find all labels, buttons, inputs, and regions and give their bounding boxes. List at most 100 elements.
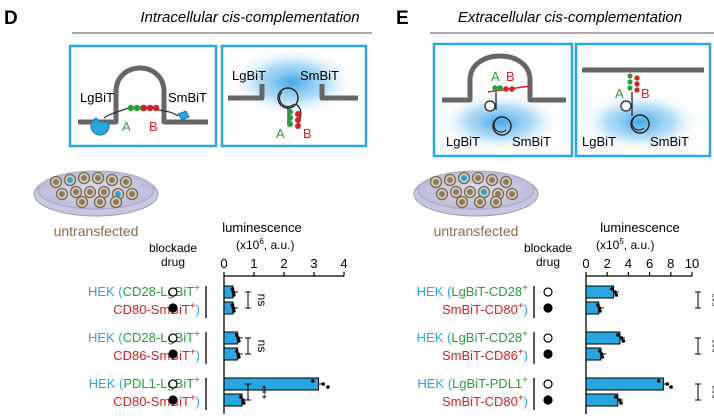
cell-nucleus (459, 199, 465, 205)
cell-nucleus (477, 199, 483, 205)
cell-nucleus (87, 189, 93, 195)
drug-minus-icon (168, 287, 178, 297)
cell-nucleus (433, 179, 439, 185)
data-point (614, 395, 618, 399)
data-point (619, 336, 624, 340)
construct-a-sup: + (194, 329, 200, 340)
group-label-line1: HEK (CD28-LgBiT+ (88, 283, 200, 299)
data-point (237, 339, 241, 343)
construct-b-label: SmBiT-CD80 (442, 302, 518, 317)
construct-a-label: LgBiT-CD28 (451, 330, 522, 345)
data-point (230, 303, 235, 307)
host-close-label: ) (524, 302, 528, 317)
drug-plus-icon (168, 395, 178, 405)
drug-plus-icon (543, 395, 553, 405)
construct-a-sup: + (522, 329, 528, 340)
construct-b-label: CD80-SmBiT (113, 302, 190, 317)
drug-plus-icon (168, 349, 178, 359)
significance-label: *** (255, 385, 269, 399)
x-tick-label: 1 (250, 256, 257, 271)
cell-nucleus (475, 175, 481, 181)
construct-b-sup: + (190, 301, 196, 312)
panel-e-diagram-bound: A B LgBiT SmBiT (574, 42, 712, 158)
host-label: HEK ( (89, 376, 124, 391)
panel-d-diagram-unbound: LgBiT SmBiT A B (68, 44, 218, 148)
drug-minus-icon (168, 333, 178, 343)
smbit-label: SmBiT (650, 134, 689, 149)
data-point (230, 287, 235, 291)
petri-dish-e (413, 170, 539, 217)
cell-nucleus (481, 189, 487, 195)
cell-nucleus (123, 179, 129, 185)
significance-label: ns (255, 294, 269, 307)
drug-minus-icon (543, 379, 553, 389)
group-label-line2: CD80-SmBiT+) (113, 393, 200, 409)
data-point (621, 339, 626, 343)
group-label-line1: HEK (PDL1-LgBiT+ (89, 375, 200, 391)
host-label: HEK ( (88, 284, 123, 299)
construct-a-label: PDL1-LgBiT (123, 376, 194, 391)
data-point (614, 293, 619, 297)
cell-nucleus (79, 199, 85, 205)
axis-unit-d: (x106, a.u.) (236, 237, 294, 252)
group-label-line2: SmBiT-CD86+) (442, 347, 528, 363)
construct-b-label: CD80-SmBiT (113, 394, 190, 409)
group-label-line2: SmBiT-CD80+) (442, 393, 528, 409)
drug-minus-icon (543, 287, 553, 297)
cell-nucleus (73, 189, 79, 195)
host-close-label: ) (196, 394, 200, 409)
bar (585, 377, 664, 391)
b-label: B (303, 126, 312, 141)
data-point (598, 349, 602, 353)
lgbit-label: LgBiT (446, 134, 480, 149)
data-point (232, 293, 236, 297)
drug-minus-icon (168, 379, 178, 389)
axis-label-d: luminescence (222, 220, 302, 235)
data-point (597, 306, 602, 310)
b-label: B (506, 69, 515, 84)
construct-a-label: LgBiT-PDL1 (452, 376, 522, 391)
data-point (669, 385, 673, 389)
construct-a-label: CD28-LgBiT (123, 284, 195, 299)
bar (585, 331, 621, 345)
a-label: A (491, 69, 500, 84)
data-point (241, 398, 245, 402)
data-point (617, 398, 622, 402)
bar (585, 285, 615, 299)
data-point (656, 379, 661, 383)
panel-e-diagram-unbound: A B LgBiT SmBiT (432, 42, 574, 158)
cell-nucleus (113, 199, 119, 205)
data-point (610, 287, 614, 291)
cell-nucleus (447, 177, 453, 183)
untransfected-label: untransfected (434, 223, 519, 239)
host-label: HEK ( (88, 330, 123, 345)
cell-nucleus (97, 199, 103, 205)
x-tick-label: 2 (604, 256, 611, 271)
drug-plus-icon (543, 349, 553, 359)
x-tick-label: 8 (667, 256, 674, 271)
cell-nucleus (115, 191, 121, 197)
construct-b-label: SmBiT-CD80 (442, 394, 518, 409)
data-point (236, 352, 240, 356)
smbit-label: SmBiT (168, 90, 207, 105)
bar (223, 393, 243, 407)
a-label: A (122, 119, 131, 134)
x-tick-label: 4 (625, 256, 632, 271)
cell-nucleus (509, 191, 515, 197)
data-point (326, 385, 330, 389)
drug-plus-icon (543, 303, 553, 313)
data-point (613, 290, 617, 294)
panel-letter-d: D (4, 8, 18, 29)
cell-nucleus (453, 189, 459, 195)
host-label: HEK ( (417, 376, 452, 391)
construct-b-label: SmBiT-CD86 (442, 348, 518, 363)
lgbit-label: LgBiT (232, 68, 266, 83)
a-label: A (615, 86, 624, 101)
data-point (665, 382, 670, 386)
cell-nucleus (439, 191, 445, 197)
blockade-label-e: blockade (524, 241, 572, 255)
data-point (237, 355, 241, 359)
significance-label: *** (705, 339, 714, 353)
construct-b-sup: + (190, 347, 196, 358)
